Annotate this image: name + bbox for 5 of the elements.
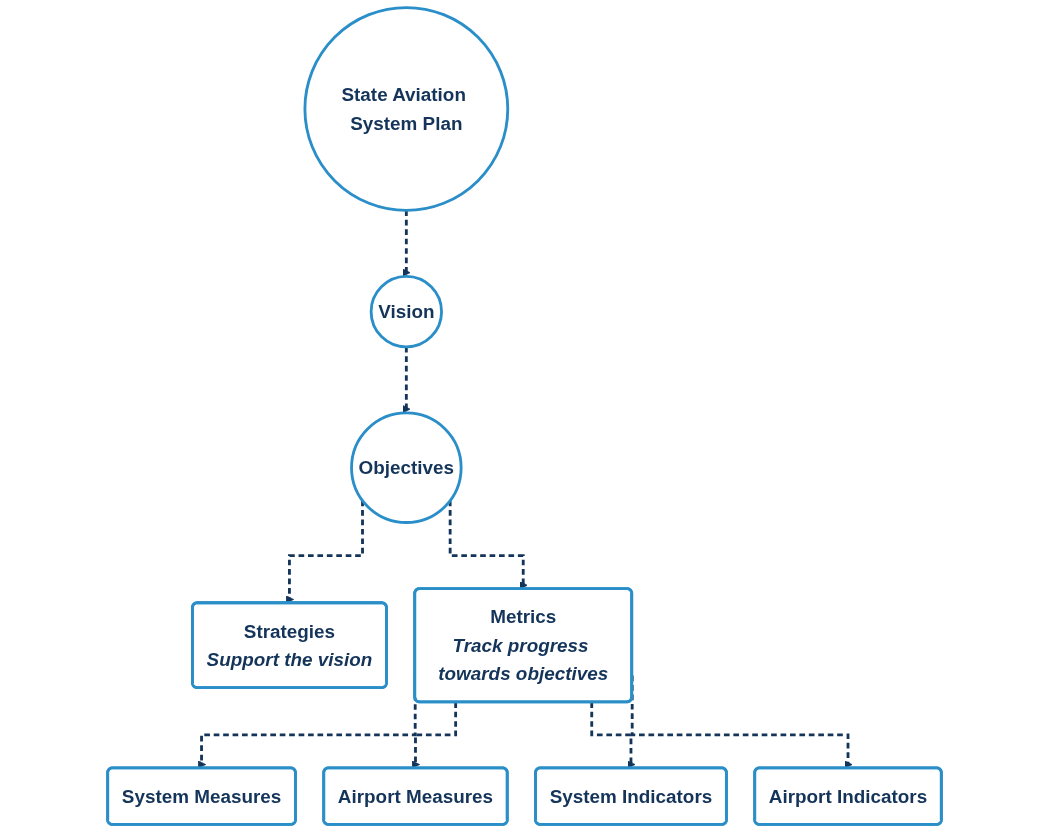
arrow (402, 210, 411, 277)
node-circle: State Aviation System Plan (303, 6, 510, 212)
node-circle: Objectives (350, 411, 463, 524)
arrow (402, 346, 411, 414)
node-circle: Vision (369, 275, 443, 349)
